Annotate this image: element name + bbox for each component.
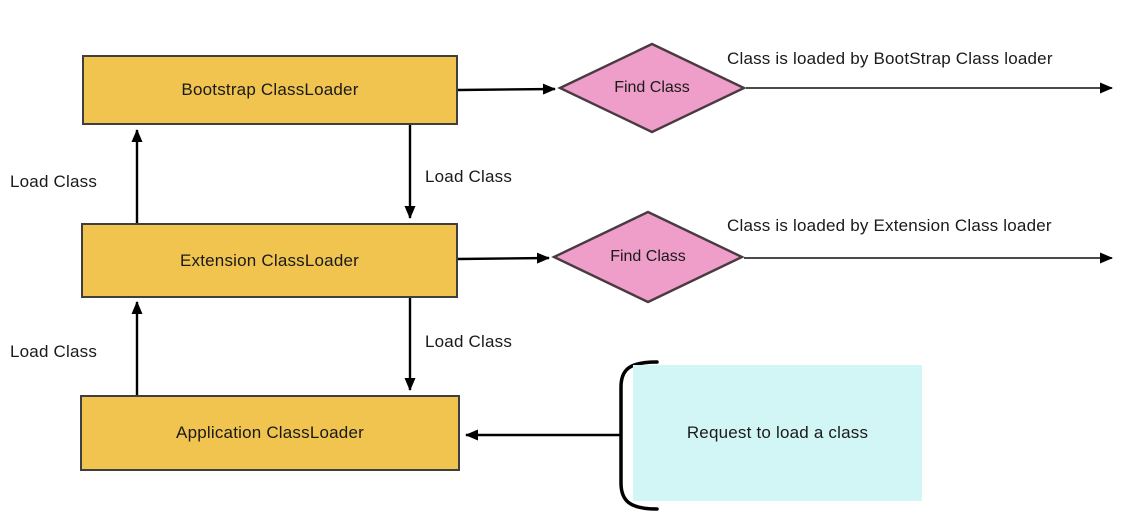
load-class-label-down-2: Load Class	[425, 332, 513, 351]
extension-result-annotation: Class is loaded by Extension Class loade…	[727, 216, 1052, 235]
bootstrap-classloader-label: Bootstrap ClassLoader	[181, 80, 359, 99]
find-class-label-1: Find Class	[614, 79, 690, 96]
load-class-label-up-2: Load Class	[10, 342, 98, 361]
application-classloader-label: Application ClassLoader	[176, 423, 364, 442]
load-class-label-down-1: Load Class	[425, 167, 513, 186]
extension-classloader-label: Extension ClassLoader	[179, 250, 360, 270]
load-class-label-up-1: Load Class	[10, 172, 98, 191]
find-class-label-2: Find Class	[610, 248, 686, 265]
arrow-bootstrap-to-findclass1	[457, 83, 556, 95]
bootstrap-result-annotation: Class is loaded by BootStrap Class loade…	[727, 49, 1053, 68]
request-to-load-box: Request to load a class	[633, 365, 922, 501]
application-classloader-box: Application ClassLoader	[80, 395, 460, 471]
extension-classloader-box: Extension ClassLoader	[81, 223, 458, 298]
arrow-extension-to-findclass2	[457, 252, 550, 264]
bootstrap-classloader-box: Bootstrap ClassLoader	[82, 55, 458, 125]
request-to-load-label: Request to load a class	[686, 423, 869, 442]
